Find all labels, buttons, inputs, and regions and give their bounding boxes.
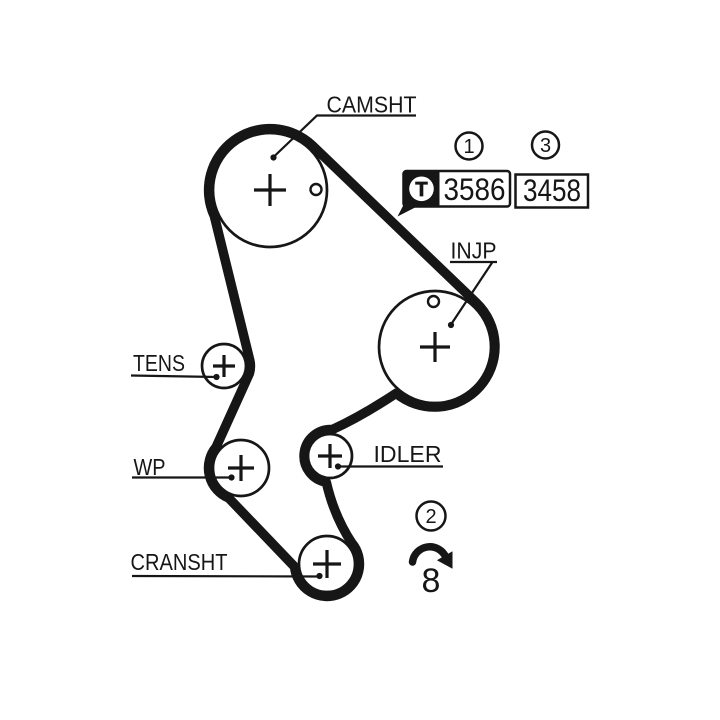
injection-pump-leader-dot (447, 321, 455, 329)
rotation-note: 2 8 (408, 500, 453, 600)
injection-pump-timing-mark-icon (426, 294, 441, 309)
crankshaft-leader-dot (316, 572, 323, 580)
camshaft-leader-line (272, 114, 416, 158)
clockwise-arrow-icon (408, 543, 450, 566)
ref-1-number: 1 (463, 136, 474, 158)
injection-pump-label: INJP (451, 238, 497, 264)
water-pump-plus-mark (228, 455, 254, 481)
tensioner-leader-dot (213, 373, 220, 381)
part-number-1: 3586 (444, 171, 506, 207)
ref-2-number: 2 (425, 506, 436, 528)
idler-label: IDLER (374, 441, 442, 467)
timing-belt (203, 123, 500, 602)
idler-pulley (306, 432, 354, 480)
ref-1-circle (454, 131, 484, 161)
camshaft-label: CAMSHT (327, 92, 417, 118)
brand-t-icon: T (415, 179, 427, 201)
camshaft-pulley (211, 131, 329, 249)
camshaft-leader-dot (270, 154, 277, 161)
water-pump-leader-dot (228, 474, 235, 481)
tensioner-leader-line (130, 374, 217, 379)
injection-pump-leader-line (450, 260, 497, 326)
water-pump-label: WP (134, 454, 166, 480)
tensioner-pulley (200, 342, 248, 390)
leader-lines (130, 114, 497, 580)
injection-pump-pulley (377, 289, 493, 405)
idler-plus-mark (318, 444, 342, 468)
ref-3-circle (530, 130, 561, 160)
ref-3-badge: 3 (530, 130, 561, 160)
water-pump-pulley (211, 438, 271, 498)
idler-leader-dot (334, 463, 342, 470)
part-callout-1: T 3586 (397, 169, 512, 217)
tensioner-label: TENS (133, 350, 185, 376)
crankshaft-plus-mark (313, 550, 341, 578)
part-box-2 (514, 173, 590, 209)
ref-2-circle (415, 500, 447, 532)
logo-circle (409, 176, 434, 202)
part-number-2: 3458 (523, 172, 581, 208)
tensioner-plus-mark (213, 355, 235, 377)
camshaft-plus-mark (254, 174, 286, 206)
ref-3-number: 3 (540, 135, 551, 157)
clockwise-arrow-head (436, 551, 453, 569)
ref-1-badge: 1 (454, 131, 484, 161)
camshaft-timing-mark-icon (309, 182, 323, 197)
rotation-symbol: 8 (422, 562, 441, 600)
crankshaft-label: CRANSHT (131, 549, 228, 575)
part-callout-2: 3458 (514, 172, 590, 209)
crankshaft-pulley (297, 534, 357, 594)
crankshaft-leader-line (131, 574, 320, 578)
injection-pump-plus-mark (420, 332, 450, 362)
